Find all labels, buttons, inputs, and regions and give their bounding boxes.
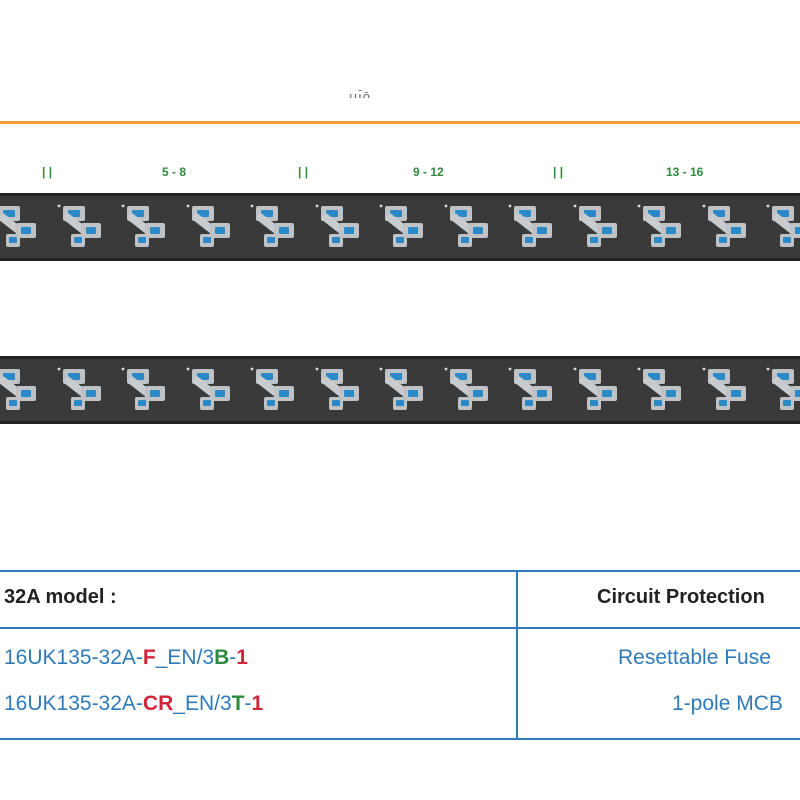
table-divider-vertical xyxy=(516,572,518,738)
model-code-part: 1 xyxy=(251,692,264,715)
uk-socket-icon xyxy=(0,203,42,251)
uk-socket-icon xyxy=(186,366,236,414)
uk-socket-icon xyxy=(315,203,365,251)
header-protection: Circuit Protection xyxy=(597,586,765,608)
model-code-part: 1 xyxy=(236,646,248,669)
model-code-part: _EN/3 xyxy=(155,646,215,669)
uk-socket-icon xyxy=(766,366,800,414)
model-code-2: 16UK135-32A-CR_EN/3T-1 xyxy=(4,692,263,716)
uk-socket-icon xyxy=(250,366,300,414)
uk-socket-icon xyxy=(379,366,429,414)
model-code-part: CR xyxy=(142,692,174,715)
pdu-bar-bottom xyxy=(0,356,800,424)
uk-socket-icon xyxy=(702,366,752,414)
uk-socket-icon xyxy=(186,203,236,251)
group-label-sep2: | | xyxy=(298,165,309,179)
group-label-sep3: | | xyxy=(553,165,564,179)
uk-socket-icon xyxy=(0,366,42,414)
model-code-part: 16UK135-32A- xyxy=(4,692,143,715)
group-label-g4: 13 - 16 xyxy=(666,165,704,179)
uk-socket-icon xyxy=(57,366,107,414)
uk-socket-icon xyxy=(637,203,687,251)
uk-socket-icon xyxy=(508,203,558,251)
group-label-sep1: | | xyxy=(42,165,53,179)
uk-socket-icon xyxy=(637,366,687,414)
header-model: 32A model : xyxy=(4,586,117,608)
model-code-part: - xyxy=(244,692,252,715)
protection-2: 1-pole MCB xyxy=(672,692,783,715)
uk-socket-icon xyxy=(121,366,171,414)
model-code-part: T xyxy=(231,692,245,715)
uk-socket-icon xyxy=(508,366,558,414)
model-code-part: 16UK135-32A- xyxy=(4,646,143,669)
uk-socket-icon xyxy=(121,203,171,251)
uk-socket-icon xyxy=(766,203,800,251)
model-code-part: - xyxy=(229,646,237,669)
protection-1: Resettable Fuse xyxy=(618,646,771,669)
uk-socket-icon xyxy=(702,203,752,251)
pdu-bar-top xyxy=(0,193,800,261)
model-table: 32A model : Circuit Protection 16UK135-3… xyxy=(0,570,800,740)
model-code-part: F xyxy=(142,646,156,669)
uk-socket-icon xyxy=(444,203,494,251)
uk-socket-icon xyxy=(250,203,300,251)
uk-socket-icon xyxy=(444,366,494,414)
dimension-line xyxy=(0,121,800,124)
uk-socket-icon xyxy=(573,203,623,251)
group-label-g3: 9 - 12 xyxy=(413,165,444,179)
uk-socket-icon xyxy=(57,203,107,251)
uk-socket-icon xyxy=(315,366,365,414)
group-label-g2: 5 - 8 xyxy=(162,165,187,179)
model-code-1: 16UK135-32A-F_EN/3B-1 xyxy=(4,646,248,670)
table-divider-horizontal xyxy=(0,627,800,629)
uk-socket-icon xyxy=(573,366,623,414)
dimension-label: ııı̄ō xyxy=(348,89,372,98)
model-code-part: _EN/3 xyxy=(173,692,232,715)
model-code-part: B xyxy=(214,646,230,669)
uk-socket-icon xyxy=(379,203,429,251)
